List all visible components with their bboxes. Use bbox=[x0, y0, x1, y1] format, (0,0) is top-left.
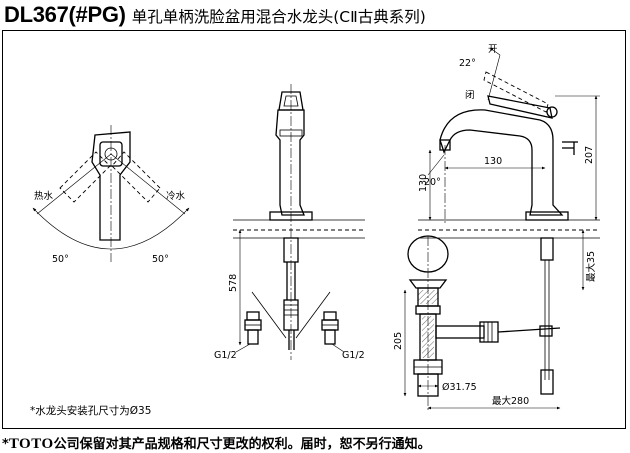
front-body bbox=[275, 109, 305, 216]
handle-angle-label: 22° bbox=[459, 58, 476, 69]
side-base bbox=[525, 211, 569, 221]
side-body bbox=[439, 109, 564, 216]
left-supply-connector bbox=[244, 311, 262, 345]
front-view: 578 G1/2 G1/2 bbox=[214, 84, 365, 361]
product-description: 单孔单柄洗脸盆用混合水龙头(CⅡ古典系列) bbox=[131, 8, 426, 26]
thread-left-label: G1/2 bbox=[214, 350, 237, 361]
close-label: 闭 bbox=[465, 89, 475, 101]
footer-star: * bbox=[2, 437, 9, 452]
top-view-hot-handle bbox=[59, 151, 111, 203]
dim-reach-label: 130 bbox=[484, 156, 502, 167]
side-view: 开 22° 闭 20° 130 130 207 bbox=[393, 44, 600, 410]
top-view-cold-handle bbox=[111, 151, 161, 203]
drawing-frame bbox=[2, 30, 626, 429]
footer-disclaimer: *TOTO公司保留对其产品规格和尺寸更改的权利。届时，恕不另行通知。 bbox=[2, 433, 431, 453]
brand-name: TOTO bbox=[8, 436, 54, 452]
footer-text: 公司保留对其产品规格和尺寸更改的权利。届时，恕不另行通知。 bbox=[53, 437, 431, 452]
side-handle-closed bbox=[487, 95, 553, 119]
cold-water-label: 冷水 bbox=[166, 190, 186, 202]
angle-right-label: 50° bbox=[152, 254, 169, 265]
dim-spout-height-label: 130 bbox=[418, 174, 429, 192]
hot-water-label: 热水 bbox=[34, 190, 54, 202]
dim-578-label: 578 bbox=[228, 274, 239, 292]
spout-angle-label: 20° bbox=[424, 177, 441, 188]
dim-drain-height-label: 205 bbox=[393, 332, 404, 350]
angle-left-label: 50° bbox=[52, 254, 69, 265]
side-handle-open bbox=[483, 71, 549, 113]
front-shank bbox=[283, 237, 299, 263]
thread-right-label: G1/2 bbox=[342, 350, 365, 361]
page-title: DL367(#PG) 单孔单柄洗脸盆用混合水龙头(CⅡ古典系列) bbox=[4, 2, 426, 28]
top-view-body bbox=[91, 131, 131, 241]
drain-assembly bbox=[408, 279, 561, 397]
model-number: DL367(#PG) bbox=[4, 2, 126, 27]
right-supply-connector bbox=[321, 311, 339, 345]
dim-drain-diameter-label: Ø31.75 bbox=[442, 382, 477, 393]
top-view: 热水 冷水 50° 50° bbox=[32, 125, 190, 265]
rotation-arc bbox=[32, 207, 190, 250]
dim-total-height-label: 207 bbox=[584, 146, 595, 164]
dim-max35-label: 最大35 bbox=[585, 251, 597, 282]
dim-max-width-label: 最大280 bbox=[492, 395, 529, 407]
open-label: 开 bbox=[488, 44, 498, 55]
install-hole-note: *水龙头安装孔尺寸为Ø35 bbox=[30, 404, 151, 417]
